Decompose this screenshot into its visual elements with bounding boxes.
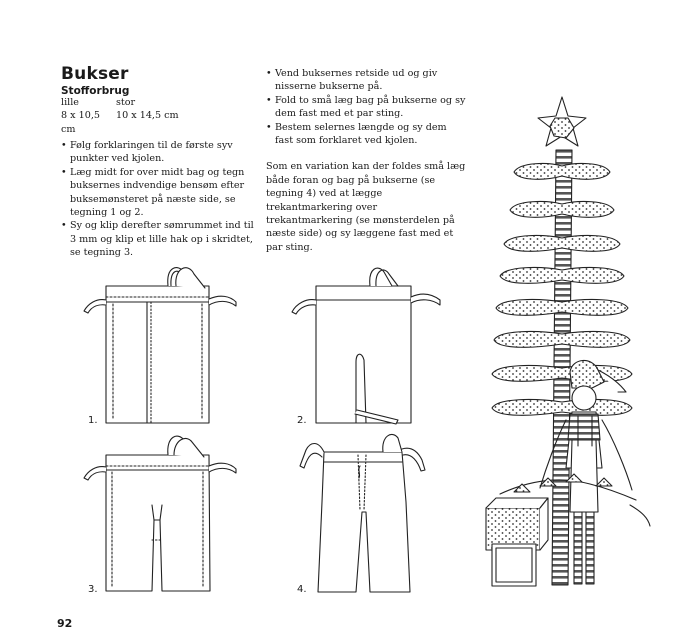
figure-2-drawing (291, 267, 441, 425)
size-value-large: 10 x 14,5 cm (116, 110, 179, 122)
figure-label-3: 3. (88, 584, 98, 595)
page-number: 92 (57, 617, 73, 630)
section-subtitle: Stofforbrug (61, 85, 130, 97)
figure-label-1: 1. (88, 415, 98, 426)
size-label-large: stor (116, 97, 136, 108)
figure-4-drawing (299, 434, 426, 593)
figure-1-drawing (83, 267, 237, 424)
step-item: Fold to små læg bag på bukserne og sy de… (266, 94, 466, 121)
size-value-row: 8 x 10,5 cm 10 x 14,5 cm (61, 109, 241, 136)
figure-label-2: 2. (297, 415, 307, 426)
fabric-size-table: lille stor 8 x 10,5 cm 10 x 14,5 cm (61, 96, 241, 136)
page-title: Bukser (61, 64, 129, 84)
figure-label-4: 4. (297, 584, 307, 595)
step-item: Følg forklaringen til de første syv punk… (61, 139, 261, 166)
size-header-row: lille stor (61, 96, 241, 109)
variation-paragraph: Som en variation kan der foldes små læg … (266, 161, 466, 253)
step-item: Bestem selernes længde og sy dem fast so… (266, 121, 466, 148)
step-item: Vend buksernes retside ud og giv nissern… (266, 67, 466, 94)
instructions-right-column: Vend buksernes retside ud og giv nissern… (266, 67, 466, 254)
figure-3-drawing (83, 435, 237, 592)
size-label-small: lille (61, 97, 79, 108)
step-item: Sy og klip derefter sømrummet ind til 3 … (61, 219, 261, 259)
step-item: Læg midt for over midt bag og tegn bukse… (61, 166, 261, 220)
christmas-tree-illustration (485, 96, 651, 587)
instructions-left-column: Følg forklaringen til de første syv punk… (61, 139, 261, 260)
size-value-small: 8 x 10,5 cm (61, 110, 100, 135)
